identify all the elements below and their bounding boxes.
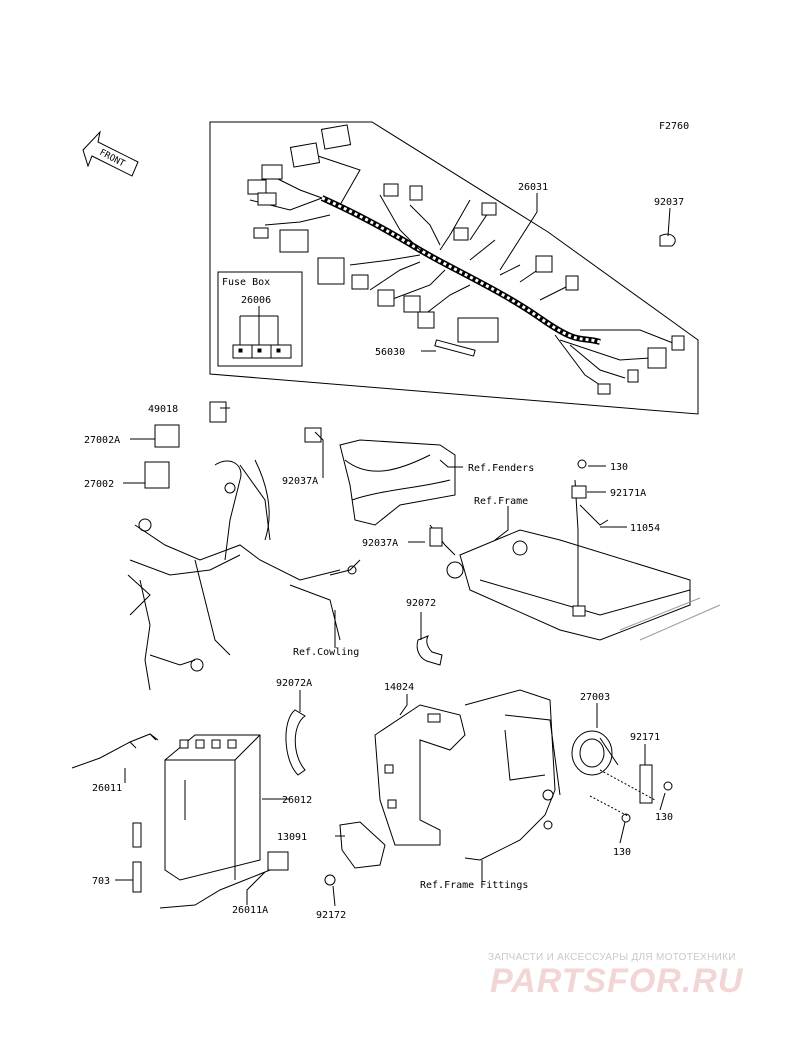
label-11054: 11054: [630, 523, 660, 534]
battery-case-14024: [374, 704, 466, 846]
bolt-130-icon: [663, 781, 673, 791]
relay-27002A-icon: [154, 424, 180, 448]
battery-26012: [164, 734, 261, 881]
cable-26011: [71, 733, 159, 769]
watermark-tagline: ЗАПЧАСТИ И АКСЕССУАРЫ ДЛЯ МОТОТЕХНИКИ: [488, 952, 736, 963]
label-ref-cowling: Ref.Cowling: [293, 647, 359, 658]
main-wiring-harness: [247, 124, 685, 395]
ground-lines: [619, 597, 721, 641]
label-92072: 92072: [406, 598, 436, 609]
strap-92072-icon: [416, 635, 443, 666]
label-92037: 92037: [654, 197, 684, 208]
cable-26011A: [159, 869, 271, 909]
rear-fender: [304, 427, 456, 526]
label-703: 703: [92, 876, 110, 887]
label-56030: 56030: [375, 347, 405, 358]
label-27002: 27002: [84, 479, 114, 490]
label-ref-frame-fittings: Ref.Frame Fittings: [420, 880, 528, 891]
clamp-92037-icon: [659, 233, 676, 247]
horn-27003: [571, 730, 619, 776]
front-frame-bracket: [127, 459, 361, 691]
strap-92072A-icon: [285, 709, 306, 776]
fuse-box-inset: Fuse Box 26006: [217, 271, 303, 367]
label-92171A: 92171A: [610, 488, 646, 499]
label-92037A-upper: 92037A: [282, 476, 318, 487]
horn-callout-lines: [589, 769, 656, 817]
label-130-lower: 130: [613, 847, 631, 858]
label-92172: 92172: [316, 910, 346, 921]
label-ref-frame: Ref.Frame: [474, 496, 528, 507]
bolt-130-lower-icon: [621, 813, 631, 823]
tube-703: [132, 822, 142, 893]
relay-49018-icon: [209, 401, 227, 423]
label-26011A: 26011A: [232, 905, 268, 916]
part-labels: 26031 92037 56030 49018 27002A 27002 920…: [84, 182, 684, 921]
front-arrow-icon: FRONT: [82, 130, 139, 177]
horn-bracket: [464, 689, 561, 861]
label-26012: 26012: [282, 795, 312, 806]
label-92072A: 92072A: [276, 678, 312, 689]
fuse-box-part-number: 26006: [241, 295, 271, 306]
label-ref-fenders: Ref.Fenders: [468, 463, 534, 474]
clip-92037A-lower-icon: [429, 527, 443, 547]
label-13091: 13091: [277, 832, 307, 843]
watermark-logo: PARTSFOR.RU: [490, 962, 744, 1000]
leader-lines: [115, 193, 671, 907]
label-26031: 26031: [518, 182, 548, 193]
label-26011: 26011: [92, 783, 122, 794]
label-92171: 92171: [630, 732, 660, 743]
label-49018: 49018: [148, 404, 178, 415]
label-27003: 27003: [580, 692, 610, 703]
fuse-box-title: Fuse Box: [222, 277, 270, 288]
label-130-top: 130: [610, 462, 628, 473]
rear-frame: [429, 479, 691, 641]
part-56030-strip: [434, 339, 476, 357]
figure-code: F2760: [659, 121, 689, 132]
label-14024: 14024: [384, 682, 414, 693]
relay-27002-icon: [144, 461, 170, 489]
holder-13091: [339, 821, 386, 869]
label-92037A-lower: 92037A: [362, 538, 398, 549]
harness-panel-outline: [209, 121, 699, 415]
label-130-right: 130: [655, 812, 673, 823]
bolt-130-top-icon: [577, 459, 587, 469]
screw-92172-icon: [324, 874, 336, 886]
label-27002A: 27002A: [84, 435, 120, 446]
